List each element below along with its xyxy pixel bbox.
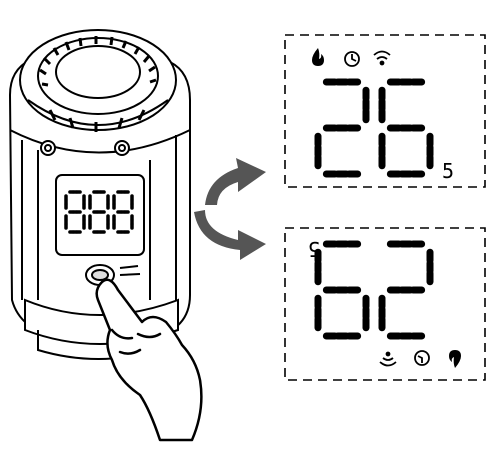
display-normal-border [284,34,486,188]
front-display-window [55,174,145,256]
display-normal-small-digit: 5 [442,159,454,183]
hand-pressing-button [95,278,203,442]
arrow-top [205,158,266,205]
front-mini-digit-1 [64,190,86,234]
thermostat-head [8,29,191,360]
display-flipped-digit-2 [378,240,434,340]
cap-top [55,45,141,99]
cap-knurl [39,36,157,87]
wifi-icon [373,50,391,66]
clock-icon-flipped [414,350,430,366]
front-mini-digit-2 [88,190,110,234]
display-flipped-small-digit: 5 [308,237,320,261]
wifi-icon-flipped [379,351,397,367]
cap-notches [48,109,146,132]
display-normal-digit-2 [378,78,434,178]
display-normal-digit-1 [314,78,370,178]
flame-icon [312,48,324,66]
arrow-bottom [194,210,266,260]
shoulder-line [9,129,191,154]
display-flipped-digit-1 [314,240,370,340]
display-flipped-border [284,227,486,381]
display-flipped: 5 [284,227,486,381]
rotate-arrows [194,158,266,260]
front-mini-digit-3 [112,190,134,234]
flame-icon-flipped [449,350,461,368]
clock-icon [344,51,360,67]
cap-ridge [27,99,169,126]
front-mini-digits [64,190,134,234]
display-normal: 5 [284,34,486,188]
